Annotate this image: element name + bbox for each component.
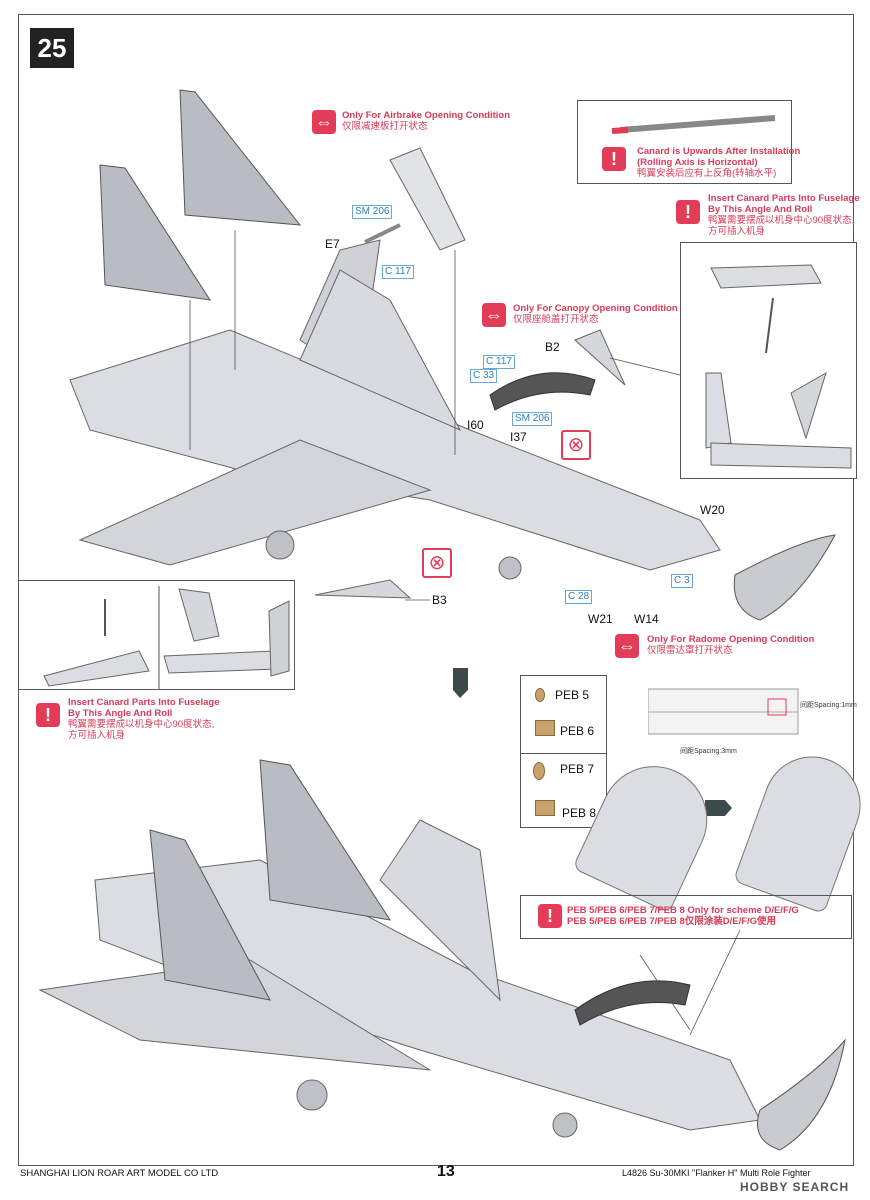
radome-arrows-icon: ⇔ [615, 634, 639, 658]
step-number: 25 [30, 28, 74, 68]
canopy-arrows-icon: ⇔ [482, 303, 506, 327]
spacing-label-a: 间距Spacing:1mm [800, 702, 857, 709]
warning-icon: ! [538, 904, 562, 928]
spacing-diagram [648, 684, 848, 754]
top-aircraft-upper-wing [299, 269, 462, 432]
canard-b3 [314, 579, 412, 599]
peb5-part [535, 688, 545, 702]
peb7-part [533, 762, 545, 780]
note-radome: Only For Radome Opening Condition 仅限雷达罩打… [647, 634, 815, 656]
bottom-aircraft-tail-fin-1 [149, 829, 271, 1001]
warning-icon: ! [602, 147, 626, 171]
note-airbrake: Only For Airbrake Opening Condition 仅限减速… [342, 110, 511, 132]
note-peb: PEB 5/PEB 6/PEB 7/PEB 8 Only for scheme … [567, 905, 799, 927]
bottom-aircraft-tail-fin-2 [259, 759, 392, 921]
peb-note-box [520, 895, 852, 939]
top-aircraft-wing [78, 439, 432, 566]
footer-company: SHANGHAI LION ROAR ART MODEL CO LTD [20, 1168, 219, 1179]
bottom-aircraft-radome [757, 1038, 846, 1151]
tag-c3: C 3 [671, 574, 693, 588]
bottom-aircraft-upper-wing [379, 819, 501, 1002]
tag-c28: C 28 [565, 590, 593, 604]
label-w20: W20 [700, 503, 725, 517]
note-canard-up: Canard is Upwards After Installation (Ro… [637, 146, 801, 179]
radome-part [733, 534, 836, 621]
top-aircraft-nose-wheel [498, 556, 522, 580]
no-glue-icon: ⊗ [422, 548, 452, 578]
label-peb6: PEB 6 [560, 724, 595, 738]
tag-c117-top: C 117 [382, 265, 414, 279]
canard-insert-detail-left [18, 580, 295, 690]
label-e7: E7 [325, 237, 340, 251]
warning-icon: ! [36, 703, 60, 727]
spacing-label-b: 间距Spacing:3mm [680, 748, 737, 755]
airbrake-part [389, 147, 466, 251]
label-b2: B2 [545, 340, 560, 354]
airbrake-arrows-icon: ⇔ [312, 110, 336, 134]
peb-box-upper [520, 675, 607, 755]
zoom-arrow [705, 800, 732, 816]
label-w21: W21 [588, 612, 613, 626]
loose-tail-fin-left [99, 164, 212, 301]
footer-product: L4826 Su-30MKI "Flanker H" Multi Role Fi… [622, 1168, 811, 1178]
tag-c33: C 33 [470, 369, 498, 383]
label-i60: I60 [467, 418, 484, 432]
label-w14: W14 [634, 612, 659, 626]
peb8-part [535, 800, 555, 816]
canopy-part [489, 372, 596, 411]
note-canard-insert-top: Insert Canard Parts Into Fuselage By Thi… [708, 193, 860, 237]
label-b3: B3 [432, 593, 447, 607]
footer-watermark: HOBBY SEARCH [740, 1180, 850, 1194]
peb6-part [535, 720, 555, 736]
canard-insert-detail-top [680, 242, 857, 479]
tag-sm206-canopy: SM 206 [512, 412, 553, 426]
tag-sm206-top: SM 206 [352, 205, 393, 219]
top-aircraft-wheel [265, 530, 295, 560]
canard-b2 [574, 329, 626, 386]
warning-icon: ! [676, 200, 700, 224]
footer-page-number: 13 [437, 1163, 455, 1180]
note-canopy: Only For Canopy Opening Condition 仅限座舱盖打… [513, 303, 678, 325]
label-i37: I37 [510, 430, 527, 444]
label-peb8: PEB 8 [562, 806, 597, 820]
step-arrow [453, 668, 468, 698]
bottom-aircraft-nose-wheel [552, 1112, 578, 1138]
tag-c117-canopy: C 117 [483, 355, 515, 369]
no-glue-icon: ⊗ [561, 430, 591, 460]
loose-tail-fin-right [179, 89, 302, 226]
bottom-aircraft-canopy [574, 980, 691, 1026]
canard-detail-box [577, 100, 792, 184]
bottom-aircraft-wheel [296, 1079, 328, 1111]
note-canard-insert-bottom: Insert Canard Parts Into Fuselage By Thi… [68, 697, 220, 741]
label-peb5: PEB 5 [555, 688, 590, 702]
label-peb7: PEB 7 [560, 762, 595, 776]
